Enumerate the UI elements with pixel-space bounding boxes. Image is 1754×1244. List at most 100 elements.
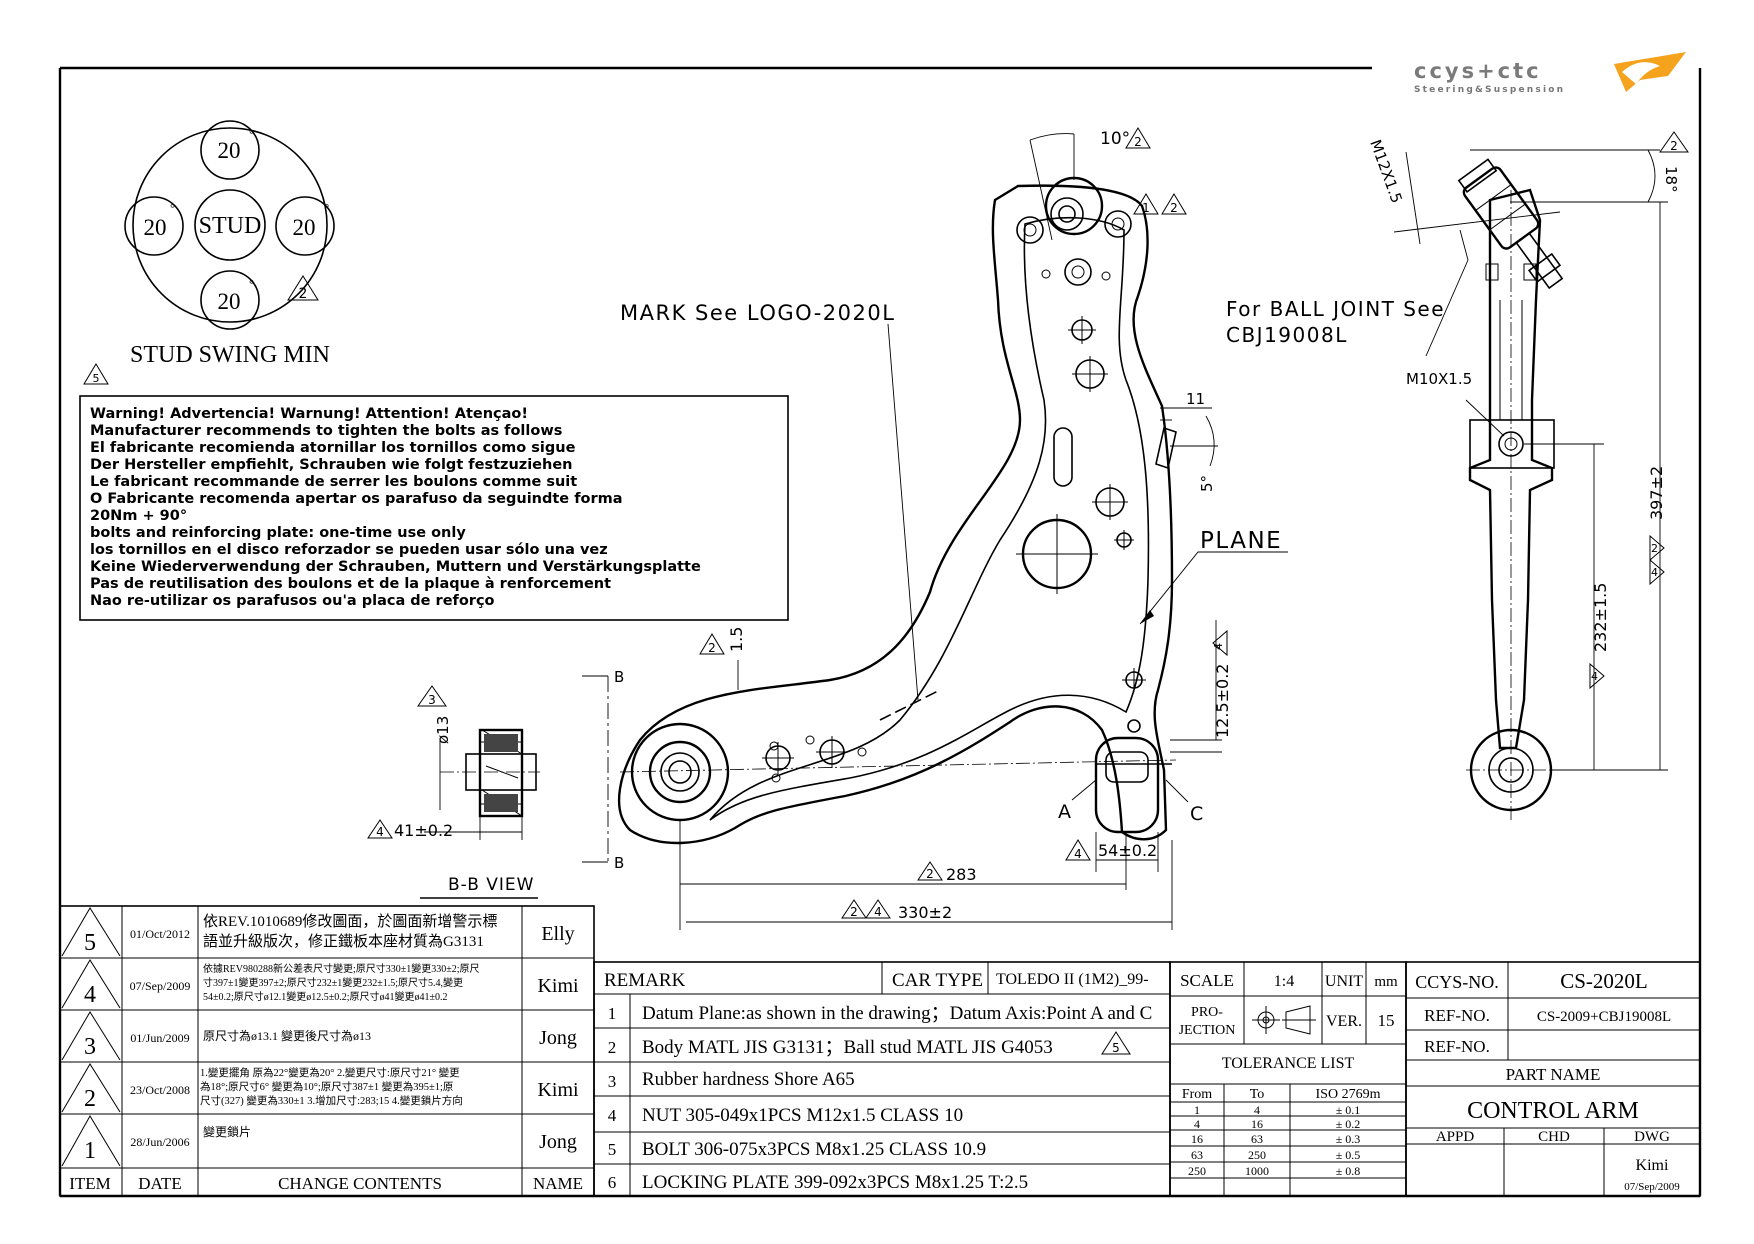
revision-date: 28/Jun/2006 <box>130 1135 189 1149</box>
revision-marker: 2 <box>1170 201 1178 215</box>
revision-name: Kimi <box>537 975 579 997</box>
section-b-marker: B <box>614 668 624 686</box>
ref-no-label: REF-NO. <box>1424 1006 1490 1025</box>
revision-triangle-icon <box>61 1115 121 1167</box>
remarks-table: REMARK CAR TYPE TOLEDO II (1M2)_99- 1 Da… <box>593 961 1171 1197</box>
remark-no: 1 <box>608 1004 617 1023</box>
tolerance-title: TOLERANCE LIST <box>1222 1055 1355 1072</box>
revision-marker: 2 <box>926 867 934 881</box>
stud-angle-top: 20 <box>218 138 241 163</box>
revision-date: 07/Sep/2009 <box>130 979 191 993</box>
title-block: CCYS-NO. CS-2020L REF-NO. CS-2009+CBJ190… <box>1405 961 1701 1197</box>
leader-line <box>1139 551 1288 625</box>
revision-marker: 4 <box>376 825 384 839</box>
revision-name: Jong <box>539 1131 577 1153</box>
tolerance-cell: 63 <box>1191 1148 1203 1162</box>
revision-item: 3 <box>84 1034 96 1060</box>
tolerance-cell: 16 <box>1191 1132 1203 1146</box>
section-b-marker: B <box>614 854 624 872</box>
angle-5-label: 5° <box>1198 475 1216 492</box>
remark-text: Datum Plane:as shown in the drawing；Datu… <box>642 1003 1152 1024</box>
degree-symbol: ° <box>249 276 254 291</box>
hole-marks <box>762 316 1146 783</box>
revision-item: 4 <box>84 982 96 1008</box>
side-view: For BALL JOINT See CBJ19008L M12X1.5 2 1… <box>1226 131 1689 820</box>
remark-text: Body MATL JIS G3131；Ball stud MATL JIS G… <box>642 1037 1053 1058</box>
car-type-value: TOLEDO II (1M2)_99- <box>996 971 1149 988</box>
remark-no: 3 <box>608 1072 617 1091</box>
tolerance-cell: ± 0.5 <box>1336 1148 1361 1162</box>
revision-item: 1 <box>84 1138 96 1164</box>
part-name-value: CONTROL ARM <box>1467 1098 1639 1124</box>
tolerance-cell: 63 <box>1251 1132 1263 1146</box>
remark-no: 6 <box>608 1173 617 1192</box>
scale-value: 1:4 <box>1274 973 1294 990</box>
revision-triangle-icon <box>61 1011 121 1061</box>
dwg-date: 07/Sep/2009 <box>1624 1181 1680 1193</box>
revision-date: 01/Oct/2012 <box>130 927 190 941</box>
revision-triangle-icon <box>1101 1031 1131 1055</box>
bolt-head <box>1016 216 1044 244</box>
ver-value: 15 <box>1378 1011 1395 1030</box>
tolerance-cell: 4 <box>1194 1117 1200 1131</box>
revision-marker: 2 <box>1134 135 1142 149</box>
stud-label: STUD <box>199 213 262 239</box>
appd-label: APPD <box>1436 1129 1475 1145</box>
thread-m10-label: M10X1.5 <box>1406 370 1472 388</box>
warning-line: Keine Wiederverwendung der Schrauben, Mu… <box>90 559 701 575</box>
warning-line: Warning! Advertencia! Warnung! Attention… <box>90 406 528 422</box>
arm-outline <box>617 184 1174 845</box>
remark-text: BOLT 306-075x3PCS M8x1.25 CLASS 10.9 <box>642 1139 986 1160</box>
revision-marker: 2 <box>708 641 716 655</box>
warning-line: Der Hersteller empfiehlt, Schrauben wie … <box>90 457 573 473</box>
ball-joint-note: For BALL JOINT See <box>1226 297 1445 321</box>
ver-label: VER. <box>1326 1013 1362 1030</box>
stud-swing-diagram: STUD 20 20 20 20 ° ° ° ° 2 STUD SWING MI… <box>124 120 335 368</box>
revision-marker: 4 <box>1591 670 1598 683</box>
projection-label: PRO- <box>1191 1005 1223 1020</box>
remark-text: NUT 305-049x1PCS M12x1.5 CLASS 10 <box>642 1105 963 1126</box>
bb-dim-41-label: 41±0.2 <box>394 821 453 840</box>
revision-marker: 2 <box>299 286 308 302</box>
remark-no: 5 <box>608 1140 617 1159</box>
warning-line: los tornillos en el disco reforzador se … <box>90 542 608 558</box>
degree-symbol: ° <box>249 126 254 141</box>
datum-point-c: C <box>1190 803 1203 825</box>
tolerance-cell: ± 0.8 <box>1336 1164 1361 1178</box>
revision-date: 23/Oct/2008 <box>130 1083 190 1097</box>
plane-note: PLANE <box>1200 528 1282 554</box>
revision-content: 依REV.1010689修改圖面，於圖面新增警示標 <box>203 913 497 930</box>
ccys-no-label: CCYS-NO. <box>1415 972 1499 992</box>
warning-box: 5 Warning! Advertencia! Warnung! Attenti… <box>79 363 789 621</box>
stud-swing-title: STUD SWING MIN <box>130 342 330 368</box>
revision-marker: 4 <box>1074 847 1082 861</box>
revision-triangle-icon <box>287 275 319 301</box>
scale-label: SCALE <box>1180 971 1234 990</box>
revision-marker: 2 <box>850 905 858 919</box>
header-change-contents: CHANGE CONTENTS <box>278 1174 442 1193</box>
revision-content: 54±0.2;原尺寸ø12.1變更ø12.5±0.2;原尺寸ø41變更ø41±0… <box>203 990 448 1003</box>
ccys-no-value: CS-2020L <box>1560 969 1648 993</box>
revision-content: 1.變更擺角 原為22°變更為20° 2.變更尺寸:原尺寸21° 變更 <box>200 1066 460 1079</box>
tolerance-cell: ± 0.1 <box>1336 1103 1361 1117</box>
degree-symbol: ° <box>324 200 329 215</box>
side-arm-outline <box>1468 188 1554 750</box>
bb-view-title: B-B VIEW <box>448 875 534 895</box>
thread-m12-label: M12X1.5 <box>1366 137 1406 205</box>
revision-item: 5 <box>84 930 96 956</box>
revision-name: Kimi <box>537 1079 579 1101</box>
revision-content: 變更鎖片 <box>203 1124 251 1139</box>
revision-marker: 5 <box>93 372 100 385</box>
warning-line: Nao re-utilizar os parafusos ou'a placa … <box>90 593 495 609</box>
revision-content: 寸397±1變更397±2;原尺寸232±1變更232±1.5;原尺寸5.4,變… <box>203 976 463 989</box>
chd-label: CHD <box>1538 1129 1570 1145</box>
revision-marker: 5 <box>1112 1041 1120 1055</box>
stud-angle-bottom: 20 <box>218 289 241 314</box>
header-name: NAME <box>533 1174 583 1193</box>
bb-diameter-label: ø13 <box>434 716 452 744</box>
unit-value: mm <box>1374 974 1398 990</box>
car-type-label: CAR TYPE <box>892 970 983 991</box>
ref-no-value: CS-2009+CBJ19008L <box>1537 1009 1671 1025</box>
degree-symbol: ° <box>170 200 175 215</box>
